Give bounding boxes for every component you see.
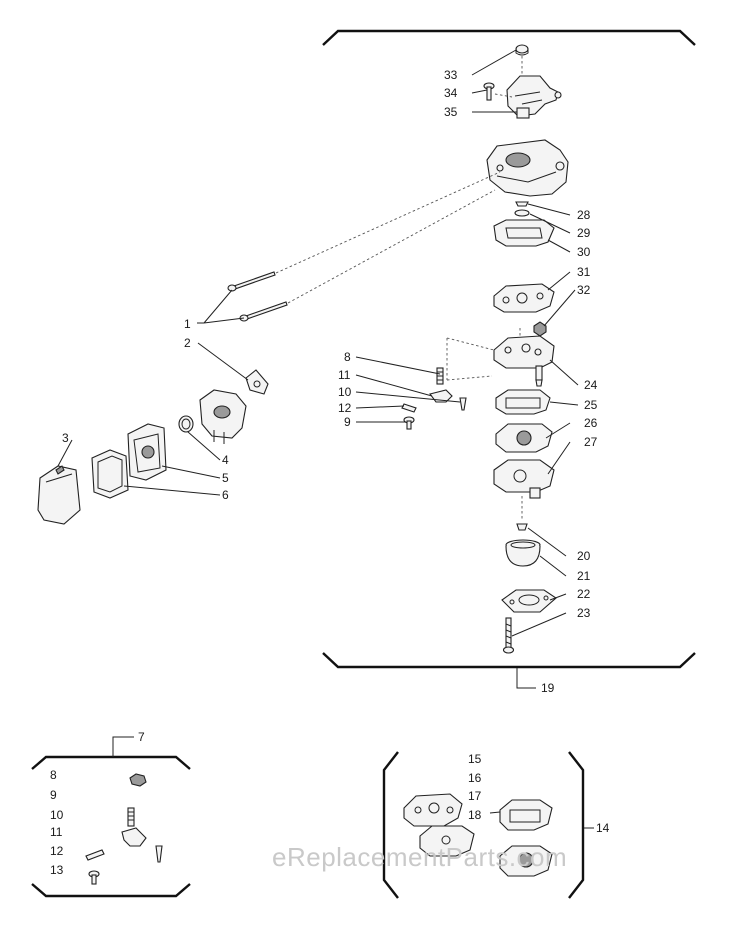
kit-gasket-a [403, 793, 463, 827]
part-25-gasket [495, 389, 551, 415]
label-31: 31 [577, 265, 591, 279]
part-21-primer-bulb [505, 539, 541, 567]
label-14: 14 [596, 821, 610, 835]
kit-gasket-c [419, 825, 475, 857]
label-35: 35 [444, 105, 458, 119]
kit-label-8: 8 [50, 768, 57, 782]
label-10: 10 [338, 385, 352, 399]
carburetor-body [486, 139, 569, 197]
label-29: 29 [577, 226, 591, 240]
kit-label-11: 11 [50, 825, 63, 839]
kit-label-10: 10 [50, 808, 64, 822]
part-9-screw [403, 416, 415, 430]
kit-pin [85, 849, 105, 861]
label-3: 3 [62, 431, 69, 445]
kit-label-9: 9 [50, 788, 57, 802]
label-17: 17 [468, 789, 482, 803]
kit-14-bracket [382, 751, 594, 899]
kit-gasket-b [499, 799, 553, 831]
part-labels: 1 2 3 4 5 6 8 11 10 12 9 33 34 35 28 29 … [62, 68, 598, 695]
part-3-air-filter-cover [37, 465, 81, 525]
kit-14-labels: 15 16 17 18 [468, 752, 482, 822]
kit-7-parts [85, 773, 163, 885]
label-4: 4 [222, 453, 229, 467]
part-32-nut [533, 321, 547, 337]
label-19: 19 [541, 681, 555, 695]
label-12: 12 [338, 401, 352, 415]
kit-7-labels: 8 9 10 11 12 13 [50, 768, 64, 877]
part-2-gasket [245, 369, 269, 395]
label-2: 2 [184, 336, 191, 350]
label-27: 27 [584, 435, 598, 449]
carburetor-assembly-bracket [322, 29, 696, 689]
label-20: 20 [577, 549, 591, 563]
kit-nut [129, 773, 147, 787]
part-31-gasket [493, 283, 555, 313]
kit-diaphragm [499, 845, 553, 877]
part-5-air-filter-base [127, 423, 167, 481]
part-29-washer [514, 209, 530, 217]
label-7: 7 [138, 730, 145, 744]
part-10-needle-valve [459, 397, 467, 411]
part-33-cap [515, 44, 529, 56]
label-16: 16 [468, 771, 482, 785]
part-12-pin [401, 403, 417, 413]
label-21: 21 [577, 569, 591, 583]
kit-needle [155, 845, 163, 863]
label-30: 30 [577, 245, 591, 259]
part-35-throttle-cover [506, 75, 562, 119]
label-26: 26 [584, 416, 598, 430]
part-23-screw [502, 617, 515, 654]
label-8: 8 [344, 350, 351, 364]
label-25: 25 [584, 398, 598, 412]
kit-lever [121, 827, 147, 847]
part-11-lever [429, 389, 453, 403]
part-27-metering-cover [493, 459, 555, 499]
part-20-check-valve [516, 523, 528, 531]
kit-spring [127, 807, 135, 827]
carburetor-side-view [199, 389, 247, 444]
part-1-long-screws [227, 271, 288, 322]
part-34-screw [483, 82, 495, 101]
label-1: 1 [184, 317, 191, 331]
label-9: 9 [344, 415, 351, 429]
kit-14-parts [403, 793, 553, 877]
label-32: 32 [577, 283, 591, 297]
label-33: 33 [444, 68, 458, 82]
label-5: 5 [222, 471, 229, 485]
label-28: 28 [577, 208, 591, 222]
kit-7-bracket [31, 736, 191, 898]
part-22-primer-base [501, 589, 557, 613]
kit-label-12: 12 [50, 844, 64, 858]
part-26-diaphragm [495, 423, 553, 453]
kit-screw [88, 870, 100, 885]
label-15: 15 [468, 752, 482, 766]
label-34: 34 [444, 86, 458, 100]
part-28-needle-seat [515, 201, 529, 207]
label-23: 23 [577, 606, 591, 620]
label-24: 24 [584, 378, 598, 392]
label-22: 22 [577, 587, 591, 601]
part-30-gasket [493, 219, 555, 247]
leader-lines [57, 49, 579, 637]
part-24-pump-cover [493, 335, 555, 387]
part-8-spring [436, 367, 444, 385]
part-6-filter-element [91, 449, 129, 499]
part-4-o-ring [178, 415, 194, 433]
label-11: 11 [338, 368, 351, 382]
kit-label-13: 13 [50, 863, 64, 877]
label-6: 6 [222, 488, 229, 502]
watermark-text: eReplacementParts.com [272, 842, 567, 872]
label-18: 18 [468, 808, 482, 822]
